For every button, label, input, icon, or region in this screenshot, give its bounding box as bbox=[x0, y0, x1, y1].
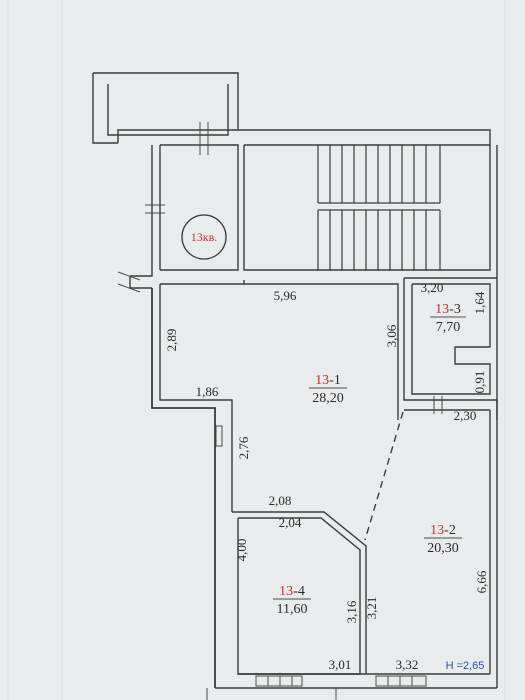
svg-text:13-2: 13-2 bbox=[430, 523, 456, 538]
room-13-2-area: 20,30 bbox=[427, 541, 459, 556]
dim-4-00: 4,00 bbox=[234, 539, 249, 562]
room-13-4-area: 11,60 bbox=[277, 602, 308, 617]
room-13-3-label: 13-3 7,70 bbox=[430, 302, 466, 335]
dim-2-30: 2,30 bbox=[454, 408, 477, 423]
svg-text:13-4: 13-4 bbox=[279, 584, 305, 599]
room-13-1-label: 13-1 28,20 bbox=[309, 373, 347, 406]
dim-0-91: 0,91 bbox=[472, 371, 487, 394]
upper-corridor-walls bbox=[92, 72, 498, 420]
dim-6-66: 6,66 bbox=[474, 570, 489, 593]
dim-3-20: 3,20 bbox=[421, 280, 444, 295]
ceiling-height: H =2,65 bbox=[446, 660, 485, 672]
apartment-label: 13кв. bbox=[191, 230, 218, 244]
dimension-labels: 5,96 2,89 3,06 1,86 2,76 3,20 1,64 0,91 … bbox=[164, 280, 489, 672]
room-13-4-prefix: 13 bbox=[279, 584, 293, 599]
svg-text:13-1: 13-1 bbox=[315, 373, 341, 388]
dim-3-32: 3,32 bbox=[396, 657, 419, 672]
apartment-marker: 13кв. bbox=[181, 214, 227, 260]
dim-3-16: 3,16 bbox=[344, 600, 359, 623]
room-13-2-suffix: -2 bbox=[444, 523, 456, 538]
room-13-1-area: 28,20 bbox=[312, 391, 344, 406]
dim-3-06: 3,06 bbox=[384, 324, 399, 347]
dim-1-64: 1,64 bbox=[472, 291, 487, 314]
room-13-2-prefix: 13 bbox=[430, 523, 444, 538]
room-13-3-suffix: -3 bbox=[449, 302, 461, 317]
dim-2-76: 2,76 bbox=[236, 436, 251, 459]
dim-5-96: 5,96 bbox=[274, 288, 297, 303]
room-13-4-label: 13-4 11,60 bbox=[273, 584, 311, 617]
room-13-4-suffix: -4 bbox=[293, 584, 305, 599]
svg-text:13-3: 13-3 bbox=[435, 302, 461, 317]
dim-2-08: 2,08 bbox=[269, 493, 292, 508]
room-13-2-label: 13-2 20,30 bbox=[424, 523, 462, 556]
dim-2-89: 2,89 bbox=[164, 329, 179, 352]
dim-2-04: 2,04 bbox=[279, 515, 302, 530]
staircase bbox=[317, 145, 441, 270]
room-13-1-prefix: 13 bbox=[315, 373, 329, 388]
dim-3-01: 3,01 bbox=[329, 657, 352, 672]
room-13-1-suffix: -1 bbox=[329, 373, 341, 388]
dim-1-86: 1,86 bbox=[196, 384, 219, 399]
paper-background bbox=[7, 0, 506, 700]
room-13-3-area: 7,70 bbox=[436, 320, 461, 335]
apartment-walls bbox=[117, 271, 498, 700]
room-13-3-prefix: 13 bbox=[435, 302, 449, 317]
dim-3-21: 3,21 bbox=[364, 597, 379, 620]
